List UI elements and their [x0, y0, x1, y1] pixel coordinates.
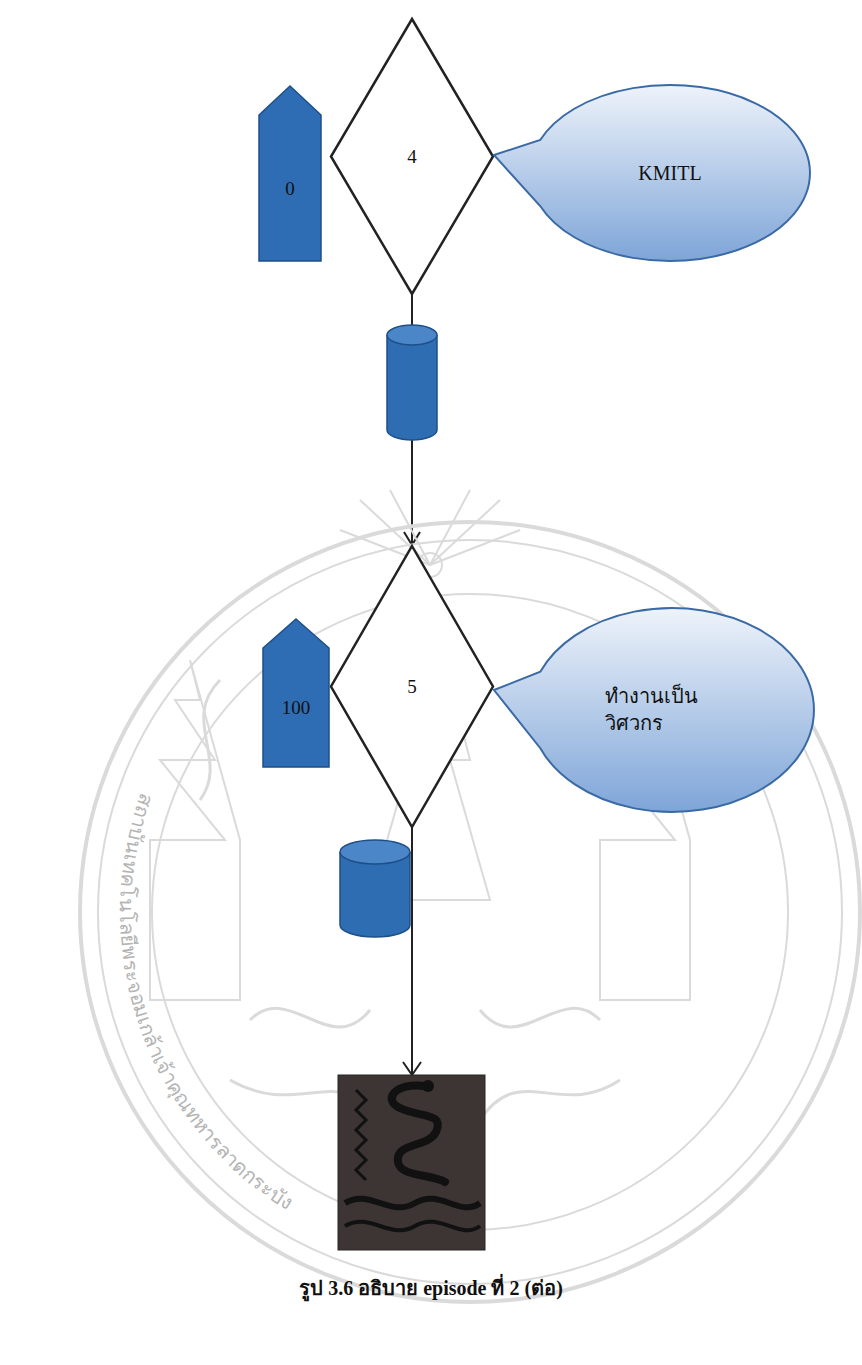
figure-caption-box: รูป 3.6 อธิบาย episode ที่ 2 (ต่อ)	[0, 1272, 862, 1304]
seal-watermark	[80, 490, 860, 1302]
bubble-text: ทำงานเป็น วิศวกร	[605, 683, 740, 737]
reward-tag: 0	[258, 85, 322, 262]
observation-bubble: KMITL	[492, 82, 812, 264]
seal-rays	[340, 490, 520, 577]
state-number: 5	[407, 674, 417, 700]
diamond-outline	[331, 546, 493, 827]
terminal-symbol	[338, 1075, 485, 1250]
text-holder: 4	[330, 18, 494, 295]
tag-outline	[263, 619, 329, 767]
terminal-arrow	[403, 828, 421, 1075]
seal-pagoda	[150, 660, 240, 1000]
figure-caption: รูป 3.6 อธิบาย episode ที่ 2 (ต่อ)	[299, 1277, 563, 1299]
tag-outline	[259, 86, 321, 261]
state-diamond: 4	[330, 18, 494, 295]
reward-tag: 100	[262, 618, 330, 768]
seal-ring	[98, 540, 842, 1284]
watermark-text: สถาบันเทคโนโลยีพระจอมเกล้าเจ้าคุณทหารลาด…	[115, 791, 298, 1216]
tag-outline	[258, 85, 322, 262]
seal-ring	[80, 522, 860, 1302]
speech-bubble	[494, 85, 810, 261]
speech-bubble	[494, 608, 814, 812]
transition-cylinder	[387, 325, 437, 440]
text-holder: 5	[330, 545, 494, 828]
state-diamond: 5	[330, 545, 494, 828]
diamond-outline	[331, 19, 493, 294]
text-holder: 0	[258, 115, 322, 262]
reward-value: 100	[282, 695, 311, 721]
state-number: 4	[407, 144, 417, 170]
observation-bubble: ทำงานเป็น วิศวกร	[492, 605, 816, 815]
bubble-text: KMITL	[638, 160, 701, 187]
tag-outline	[262, 618, 330, 768]
reward-value: 0	[285, 176, 295, 202]
watermark-text: สถาบันเทคโนโลยีพระจอมเกล้าเจ้าคุณทหารลาด…	[115, 791, 298, 1216]
text-holder: ทำงานเป็น วิศวกร	[530, 608, 814, 812]
speech-bubble	[492, 605, 816, 815]
text-holder: KMITL	[530, 85, 810, 261]
transition-cylinder	[340, 840, 410, 937]
text-holder: 100	[262, 648, 330, 768]
